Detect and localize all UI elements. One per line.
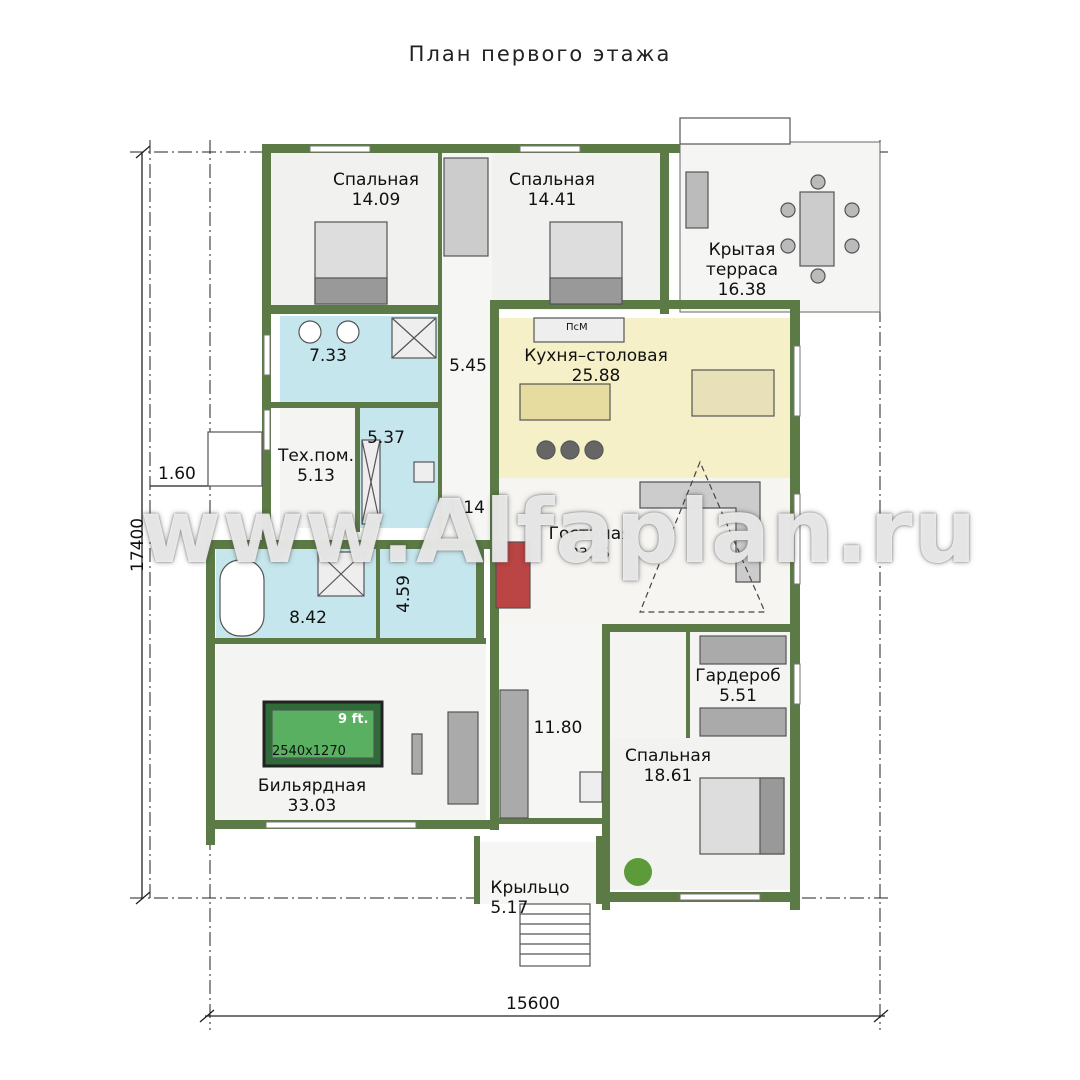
room-name: Гостиная: [548, 524, 632, 544]
furniture: [207, 117, 860, 967]
room-label-tech: Тех.пом. 5.13: [278, 446, 354, 486]
room-name: Спальная: [332, 170, 420, 190]
room-area: 1.14: [447, 498, 485, 518]
windows: [263, 145, 801, 901]
plan-title: План первого этажа: [408, 42, 672, 66]
room-name-line1: Крытая: [708, 240, 776, 260]
room-area: 5.13: [297, 466, 335, 486]
room-name-line2: терраса: [705, 260, 779, 280]
dimension-lines: [135, 145, 889, 1023]
room-label-living: Гостиная 23.15: [549, 524, 632, 564]
room-label-bath-2: 8.42: [289, 608, 327, 628]
room-label-billiard: Бильярдная 33.03: [258, 776, 366, 816]
floor-closet: [440, 490, 492, 540]
room-area: 23.15: [569, 546, 611, 562]
room-area: 14.09: [351, 190, 401, 210]
room-area: 5.37: [367, 428, 405, 448]
room-name: Спальная: [624, 746, 712, 766]
room-area: 18.61: [643, 766, 693, 786]
appliance-label: ПсМ: [566, 322, 588, 333]
watermark: www.Alfaplan.ru: [140, 480, 978, 583]
dining-table: [691, 369, 775, 417]
room-label-hall-2: 11.80: [534, 718, 583, 738]
floor-terrace: [679, 141, 881, 313]
billiard-size-label: 9 ft.: [338, 712, 369, 727]
room-label-laundry: 5.37: [367, 428, 405, 448]
room-area: 7.33: [309, 346, 347, 366]
room-label-bedroom-2: Спальная 14.41: [509, 170, 595, 210]
fireplace: [495, 541, 531, 609]
floor-sauna: [380, 548, 480, 638]
room-label-bedroom-1: Спальная 14.09: [333, 170, 419, 210]
room-label-wardrobe: Гардероб 5.51: [695, 666, 780, 706]
room-label-porch: Крыльцо 5.17: [490, 878, 569, 918]
room-area: 8.42: [289, 608, 327, 628]
terrace-table: [799, 191, 835, 267]
room-area: 33.03: [287, 796, 337, 816]
room-name: Гардероб: [695, 666, 781, 686]
room-name: Бильярдная: [257, 776, 367, 796]
room-area: 16.38: [717, 280, 767, 300]
room-area: 5.45: [449, 356, 487, 376]
room-label-hall-1: 5.45: [449, 356, 487, 376]
room-label-bath-1: 7.33: [309, 346, 347, 366]
room-area: 14.41: [527, 190, 577, 210]
room-name: Спальная: [508, 170, 596, 190]
kitchen-counter: [533, 317, 625, 343]
room-label-bedroom-3: Спальная 18.61: [625, 746, 711, 786]
plant: [624, 858, 652, 886]
room-name: Кухня–столовая: [524, 346, 668, 366]
room-area: 25.88: [571, 366, 621, 386]
room-area: 5.17: [490, 898, 529, 918]
room-area: 5.51: [719, 686, 757, 706]
porch-stairs: [519, 903, 591, 967]
room-area: 11.80: [533, 718, 583, 738]
bathtub: [219, 559, 265, 637]
sofa: [639, 481, 761, 583]
room-label-closet: 1.14: [447, 498, 485, 518]
room-name: Крыльцо: [490, 878, 570, 898]
offset-dimension: 1.60: [158, 464, 196, 484]
width-dimension: 15600: [506, 994, 561, 1014]
room-label-terrace: Крытая терраса 16.38: [706, 240, 778, 300]
floor-tech: [280, 406, 358, 528]
floor-porch: [478, 842, 598, 904]
billiard-dims-label: 2540x1270: [272, 744, 346, 759]
floor-hall-1: [440, 310, 492, 490]
room-name: Тех.пом.: [277, 446, 355, 466]
room-label-kitchen: Кухня–столовая 25.88: [524, 346, 668, 386]
